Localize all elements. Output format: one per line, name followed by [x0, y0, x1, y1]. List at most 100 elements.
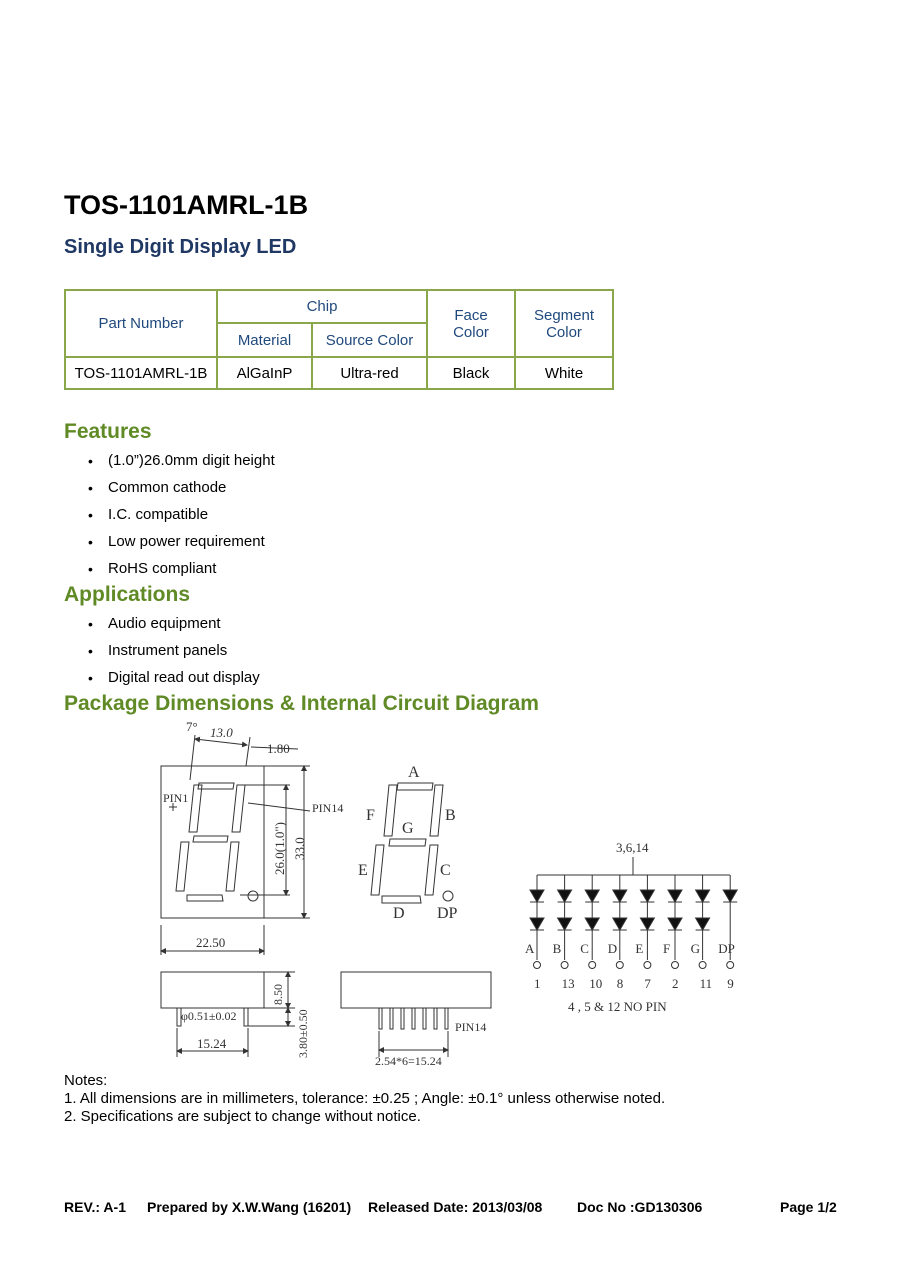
header-source-color: Source Color — [311, 322, 428, 358]
circuit-pin-number: 8 — [617, 976, 624, 991]
circuit-pin-number: 2 — [672, 976, 679, 991]
led-diode-icon — [722, 889, 739, 903]
pin-terminal — [643, 961, 652, 969]
seg-label-e: E — [358, 862, 368, 879]
list-item: (1.0”)26.0mm digit height — [88, 452, 275, 479]
circuit-segment-label: E — [635, 941, 643, 956]
applications-heading: Applications — [64, 583, 191, 606]
page-title: TOS-1101AMRL-1B — [64, 190, 309, 220]
dim-width-bottom: 22.50 — [196, 935, 225, 950]
led-diode-icon — [694, 889, 711, 903]
circuit-pin-number: 13 — [562, 976, 575, 991]
seg-label-f: F — [366, 807, 375, 824]
cell-material: AlGaInP — [216, 356, 313, 390]
header-segment-color-line1: Segment — [533, 306, 595, 324]
circuit-pin-number: 11 — [700, 976, 713, 991]
header-face-color: Face Color — [426, 289, 516, 358]
spec-table: Part Number Chip Face Color Segment Colo… — [64, 289, 614, 390]
led-diode-icon — [694, 917, 711, 931]
dim-angle: 7° — [186, 719, 198, 734]
led-diode-icon — [556, 917, 573, 931]
list-item: Low power requirement — [88, 533, 275, 560]
circuit-segment-label: C — [580, 941, 589, 956]
header-segment-color-line2: Color — [546, 323, 582, 341]
circuit-no-pin-note: 4 , 5 & 12 NO PIN — [568, 999, 667, 1014]
circuit-segment-label: A — [525, 941, 535, 956]
side-body — [160, 971, 265, 1009]
front-dp — [247, 890, 259, 902]
label-pin1: PIN1 — [163, 791, 188, 805]
header-segment-color: Segment Color — [514, 289, 614, 358]
dim-total-height: 33.0 — [292, 837, 307, 860]
note-item: 1. All dimensions are in millimeters, to… — [64, 1090, 666, 1107]
circuit-pin-number: 1 — [534, 976, 541, 991]
front-body — [160, 765, 265, 919]
circuit-segment-label: F — [663, 941, 670, 956]
dim-side-height: 8.50 — [271, 984, 285, 1005]
dim-width-top: 13.0 — [210, 725, 233, 740]
pin-terminal — [588, 961, 597, 969]
circuit-channel-c: C 10 — [580, 875, 602, 991]
led-diode-icon — [639, 917, 656, 931]
circuit-pin-number: 10 — [589, 976, 602, 991]
led-diode-icon — [584, 889, 601, 903]
label-pin14-side: PIN14 — [455, 1020, 486, 1034]
circuit-channel-g: G 11 — [691, 875, 713, 991]
header-face-color-line1: Face — [454, 306, 488, 324]
pin-view — [340, 971, 492, 1057]
list-item: Instrument panels — [88, 642, 260, 669]
applications-list: Audio equipment Instrument panels Digita… — [88, 615, 260, 696]
header-material: Material — [216, 322, 313, 358]
dim-pin-diameter: φ0.51±0.02 — [181, 1009, 237, 1023]
led-diode-icon — [529, 917, 545, 931]
footer-prepared: Prepared by X.W.Wang (16201) — [147, 1199, 352, 1215]
circuit-segment-label: G — [691, 941, 700, 956]
segment-f — [383, 784, 398, 837]
segment-diagram — [370, 782, 454, 904]
notes-heading: Notes: — [64, 1072, 108, 1089]
pin-terminal — [726, 961, 735, 969]
circuit-channel-d: D8 — [608, 875, 628, 991]
led-diode-icon — [611, 889, 628, 903]
circuit-channel-dp: DP 9 — [718, 875, 739, 991]
package-heading: Package Dimensions & Internal Circuit Di… — [64, 692, 539, 715]
pin-terminal — [615, 961, 624, 969]
list-item: I.C. compatible — [88, 506, 275, 533]
pin-terminal — [698, 961, 707, 969]
list-item: RoHS compliant — [88, 560, 275, 587]
header-face-color-line2: Color — [453, 323, 489, 341]
segment-dp — [442, 890, 454, 902]
circuit-diagram — [537, 857, 730, 876]
segment-c — [424, 844, 439, 896]
list-item: Common cathode — [88, 479, 275, 506]
circuit-segment-label: DP — [718, 941, 735, 956]
header-chip: Chip — [216, 289, 428, 324]
cell-segment-color: White — [514, 356, 614, 390]
circuit-common-label: 3,6,14 — [616, 840, 649, 855]
led-diode-icon — [556, 889, 573, 903]
pin-row — [378, 1007, 449, 1030]
seg-label-b: B — [445, 807, 456, 824]
front-segments — [175, 782, 246, 902]
circuit-channel-b: B 13 — [553, 875, 575, 991]
list-item: Audio equipment — [88, 615, 260, 642]
circuit-channel-f: F2 — [663, 875, 683, 991]
pin-view-body — [340, 971, 492, 1009]
segment-g — [388, 838, 427, 847]
label-pin14: PIN14 — [312, 801, 343, 815]
circuit-segment-label: D — [608, 941, 617, 956]
footer-page: Page 1/2 — [780, 1199, 837, 1215]
footer-doc-no: Doc No :GD130306 — [577, 1199, 703, 1215]
side-view — [160, 971, 295, 1057]
cell-source-color: Ultra-red — [311, 356, 428, 390]
led-diode-icon — [584, 917, 601, 931]
page-subtitle: Single Digit Display LED — [64, 236, 297, 258]
dim-row-spacing: 15.24 — [197, 1036, 227, 1051]
led-diode-icon — [611, 917, 628, 931]
circuit-pin-number: 9 — [727, 976, 734, 991]
circuit-pin-number: 7 — [644, 976, 651, 991]
circuit-segment-label: B — [553, 941, 562, 956]
segment-a — [396, 782, 434, 791]
dim-digit-height: 26.0(1.0") — [272, 822, 287, 875]
dim-offset: 1.80 — [267, 741, 290, 756]
